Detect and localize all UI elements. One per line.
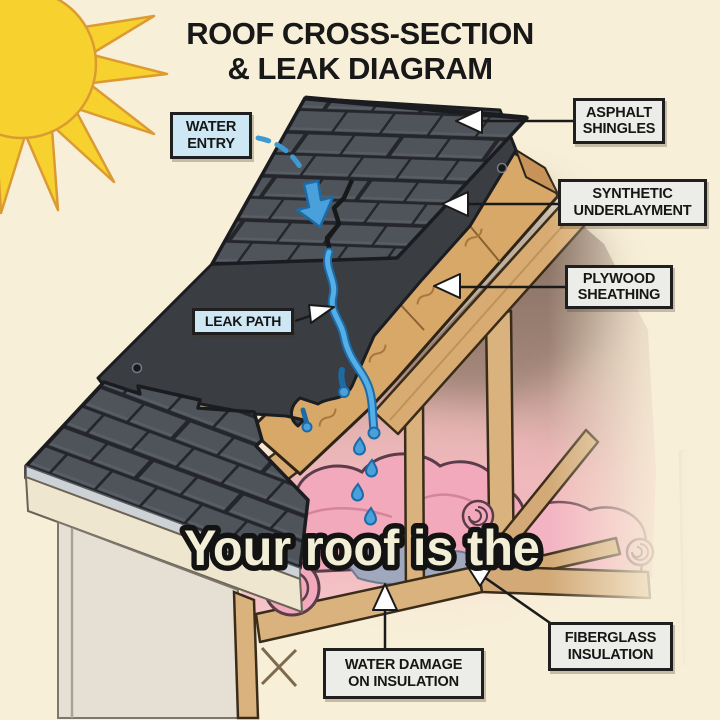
label-text: WATER: [185, 119, 237, 136]
label-asphalt-shingles: ASPHALT SHINGLES: [573, 98, 665, 144]
label-text: INSULATION: [567, 646, 654, 663]
label-water-entry: WATER ENTRY: [170, 112, 252, 159]
title-line1: ROOF CROSS-SECTION: [186, 16, 534, 51]
arrowhead-underlayment-icon: [441, 191, 469, 217]
label-text: SHINGLES: [582, 121, 656, 137]
video-caption: Your roof is the: [184, 520, 540, 576]
shingle-crack: [324, 179, 355, 253]
label-leak-path: LEAK PATH: [192, 308, 294, 335]
arrowhead-plywood-icon: [433, 273, 461, 299]
label-water-damage: WATER DAMAGE ON INSULATION: [323, 648, 484, 699]
label-text: UNDERLAYMENT: [573, 202, 692, 219]
label-text: LEAK PATH: [204, 312, 282, 329]
label-plywood-sheathing: PLYWOOD SHEATHING: [565, 265, 673, 309]
water-entry-arrow: [255, 135, 335, 229]
label-text: FIBERGLASS: [564, 630, 657, 647]
x-brace: [260, 646, 298, 688]
arrowhead-leakpath-icon: [308, 304, 335, 324]
eave-and-wall: [24, 464, 304, 720]
arrowhead-shingles-icon: [455, 108, 483, 134]
label-text: SYNTHETIC: [592, 186, 673, 203]
label-pointers: [294, 108, 573, 650]
label-text: WATER DAMAGE: [344, 657, 463, 674]
label-text: ASPHALT: [586, 104, 652, 121]
title-line2: & LEAK DIAGRAM: [227, 51, 493, 87]
arrowhead-insulation-icon: [465, 563, 491, 587]
label-synthetic-underlayment: SYNTHETIC UNDERLAYMENT: [558, 179, 707, 226]
leak-water: [300, 247, 381, 526]
label-text: SHEATHING: [577, 287, 661, 303]
corner-post: [232, 590, 260, 720]
label-text: PLYWOOD: [582, 270, 656, 287]
arrowhead-waterdamage-icon: [372, 583, 398, 611]
sun-icon: [0, 0, 169, 215]
label-text: ON INSULATION: [348, 673, 459, 690]
page-title: ROOF CROSS-SECTION & LEAK DIAGRAM: [120, 16, 600, 86]
label-fiberglass-insulation: FIBERGLASS INSULATION: [548, 622, 673, 671]
label-text: ENTRY: [187, 135, 235, 152]
